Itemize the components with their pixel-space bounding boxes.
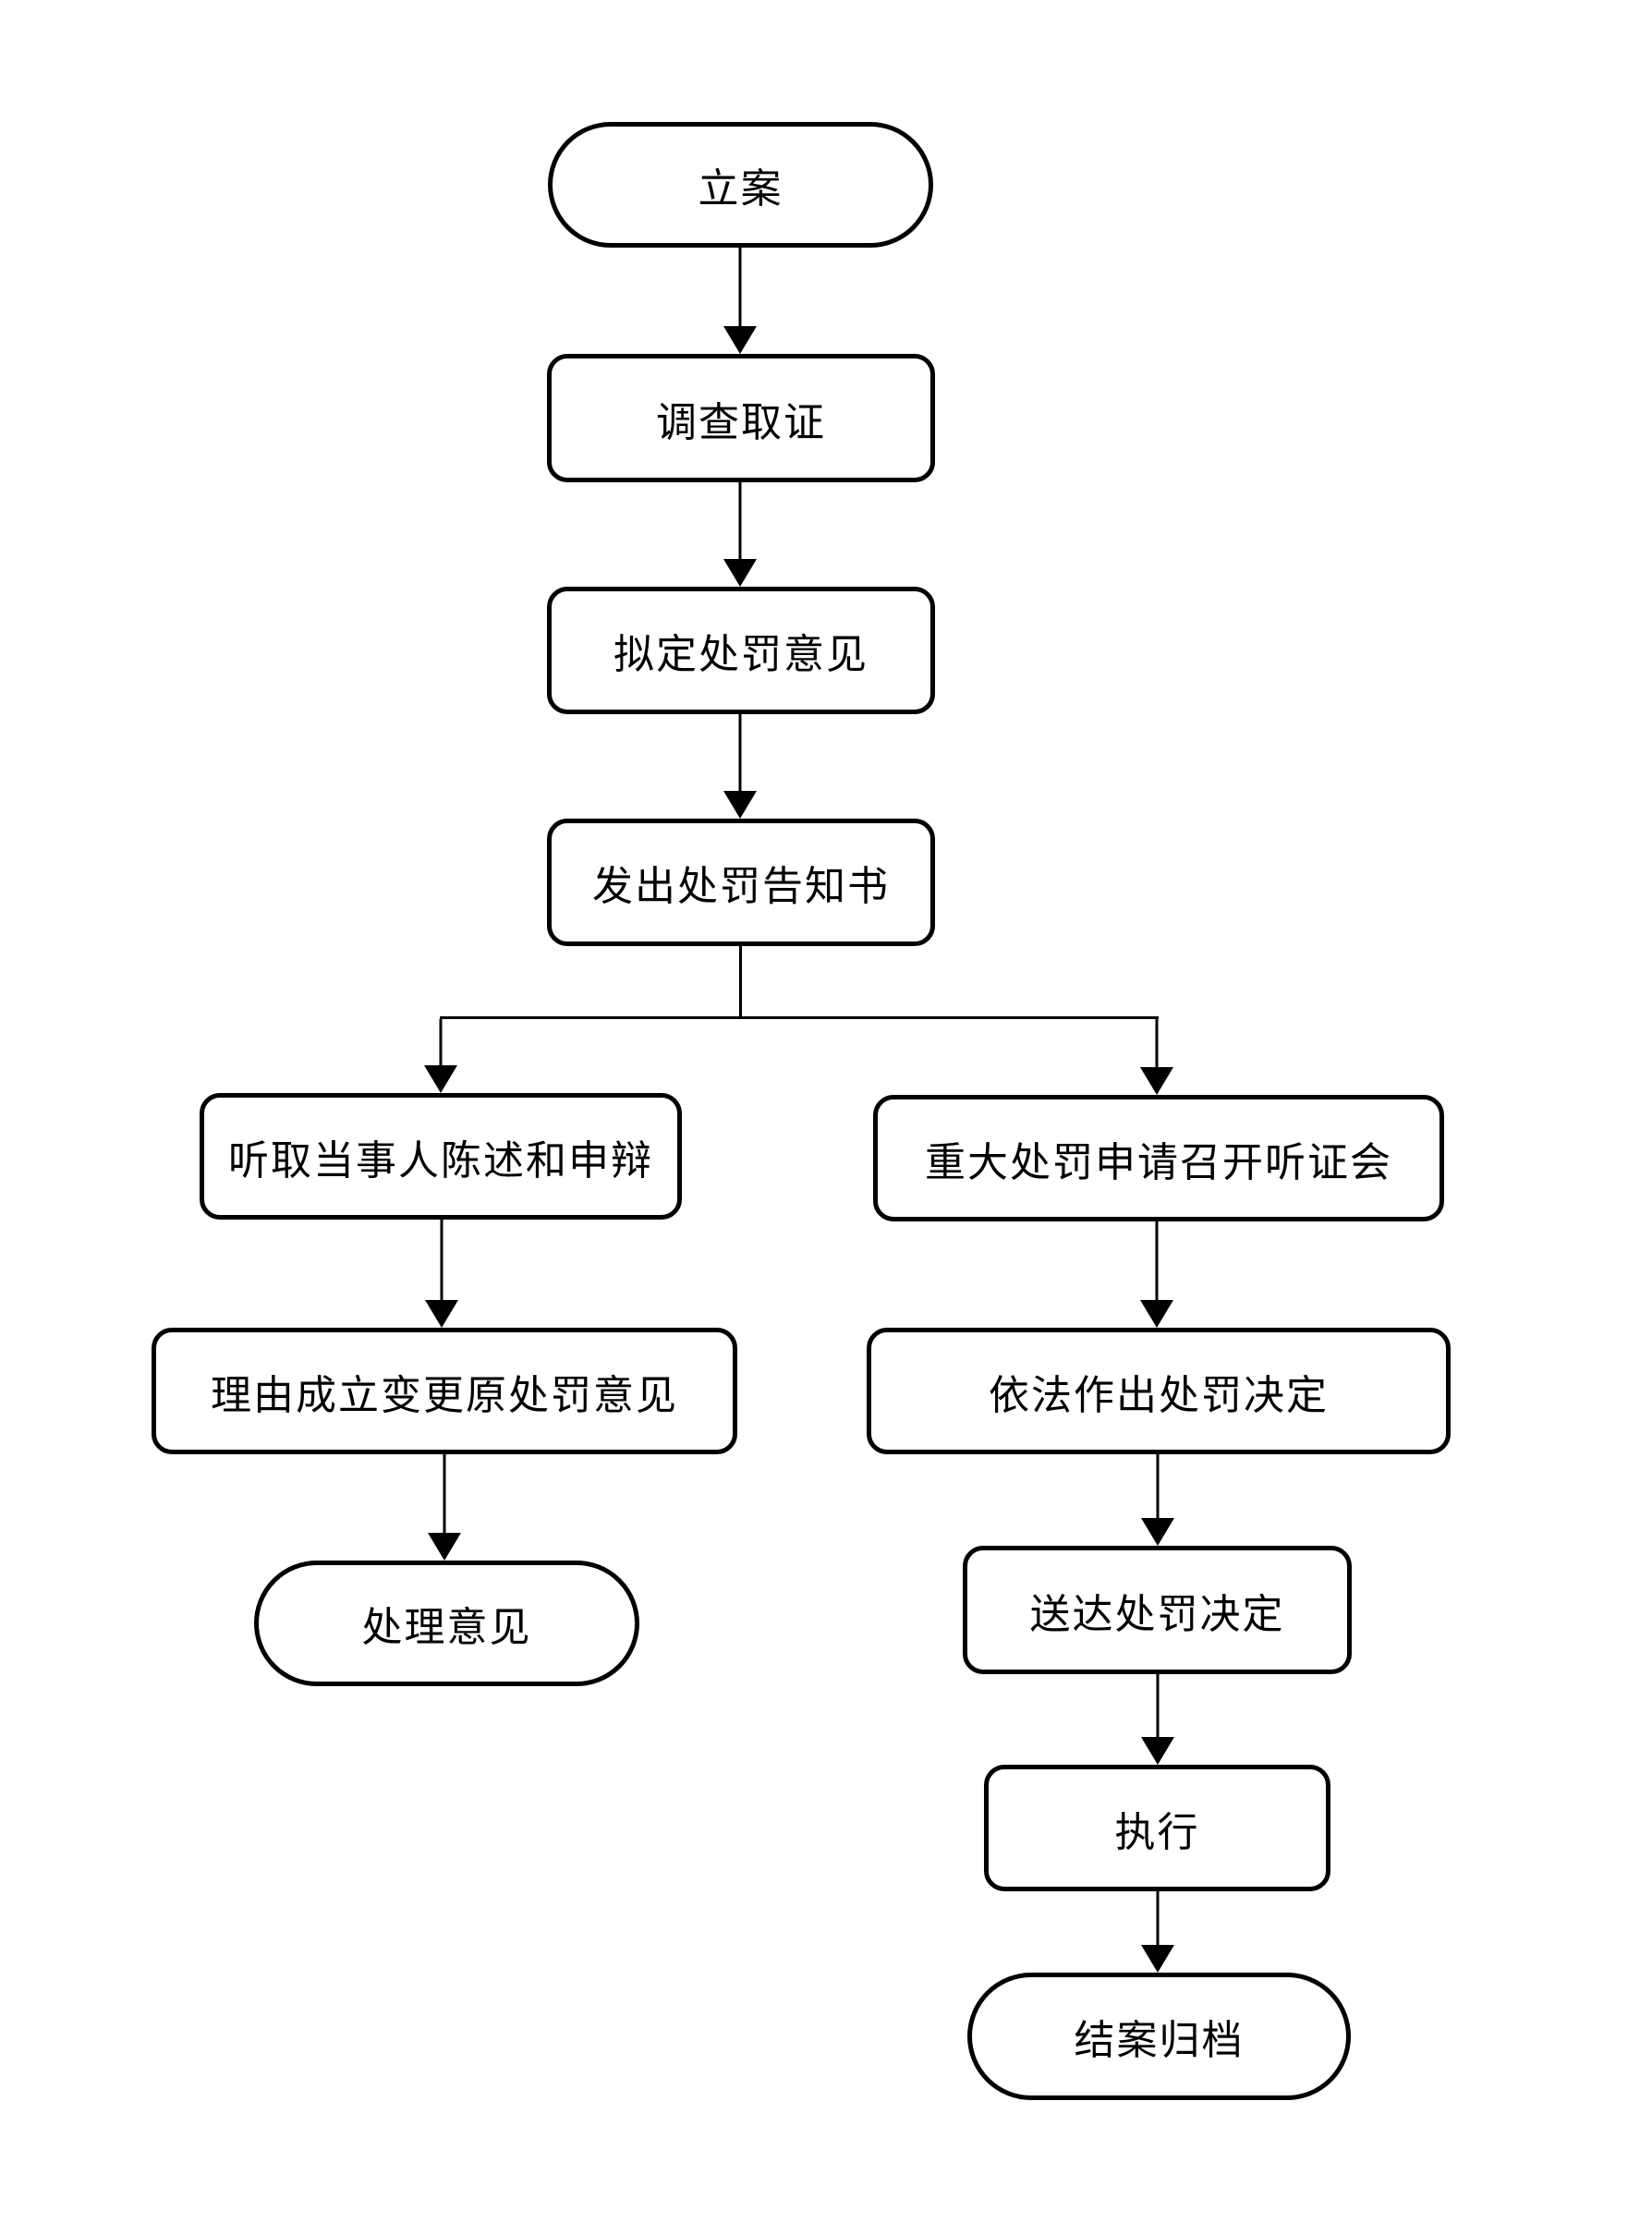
arrow-shaft bbox=[440, 1220, 443, 1306]
node-major-hearing: 重大处罚申请召开听证会 bbox=[873, 1095, 1444, 1221]
arrow-shaft bbox=[738, 482, 742, 565]
arrowhead-icon bbox=[424, 1065, 457, 1093]
arrowhead-icon bbox=[1140, 1067, 1173, 1095]
connector-execution-to-close-archive bbox=[1141, 1891, 1174, 1973]
node-issue-notice-label: 发出处罚告知书 bbox=[592, 864, 890, 909]
arrowhead-icon bbox=[1141, 1518, 1174, 1546]
connector-split-horizontal-line bbox=[440, 1016, 1159, 1019]
connector-change-opinion-to-handling-opinion bbox=[428, 1454, 461, 1561]
arrowhead-icon bbox=[723, 559, 757, 587]
connector-hear-defense-to-change-opinion bbox=[425, 1220, 458, 1328]
connector-filing-to-investigation bbox=[723, 248, 757, 354]
node-close-archive-label: 结案归档 bbox=[1074, 2018, 1245, 2063]
connector-investigation-to-draft-opinion bbox=[723, 482, 757, 587]
arrow-shaft bbox=[738, 248, 742, 332]
node-investigation-label: 调查取证 bbox=[656, 399, 826, 445]
arrowhead-icon bbox=[425, 1300, 458, 1328]
connector-split-to-major-hearing bbox=[1140, 1019, 1173, 1095]
node-issue-notice: 发出处罚告知书 bbox=[547, 819, 935, 946]
arrowhead-icon bbox=[723, 791, 757, 819]
connector-draft-opinion-to-issue-notice bbox=[723, 714, 757, 819]
node-execution-label: 执行 bbox=[1114, 1809, 1200, 1855]
arrowhead-icon bbox=[428, 1533, 461, 1561]
node-deliver-decision: 送达处罚决定 bbox=[963, 1546, 1352, 1674]
node-hear-defense-label: 听取当事人陈述和申辩 bbox=[228, 1137, 653, 1184]
node-handling-opinion: 处理意见 bbox=[254, 1561, 639, 1686]
node-deliver-decision-label: 送达处罚决定 bbox=[1029, 1591, 1285, 1637]
arrow-shaft bbox=[443, 1454, 446, 1538]
node-draft-opinion: 拟定处罚意见 bbox=[547, 587, 935, 714]
node-change-opinion: 理由成立变更原处罚意见 bbox=[152, 1328, 737, 1454]
node-change-opinion-label: 理由成立变更原处罚意见 bbox=[211, 1372, 678, 1418]
arrow-shaft bbox=[439, 1019, 443, 1071]
arrow-shaft bbox=[1156, 1891, 1160, 1950]
arrow-shaft bbox=[1155, 1019, 1159, 1073]
node-make-decision: 依法作出处罚决定 bbox=[867, 1328, 1451, 1454]
node-investigation: 调查取证 bbox=[547, 354, 935, 482]
arrowhead-icon bbox=[723, 326, 757, 354]
arrow-shaft bbox=[1155, 1221, 1159, 1306]
arrowhead-icon bbox=[1141, 1737, 1174, 1765]
connector-deliver-decision-to-execution bbox=[1141, 1674, 1174, 1765]
node-draft-opinion-label: 拟定处罚意见 bbox=[613, 632, 869, 677]
node-hear-defense: 听取当事人陈述和申辩 bbox=[200, 1093, 682, 1220]
arrowhead-icon bbox=[1140, 1300, 1173, 1328]
connector-major-hearing-to-make-decision bbox=[1140, 1221, 1173, 1328]
node-close-archive: 结案归档 bbox=[967, 1973, 1351, 2100]
arrow-shaft bbox=[738, 714, 742, 796]
connector-split-stem bbox=[739, 946, 742, 1019]
node-filing: 立案 bbox=[548, 122, 933, 248]
node-execution: 执行 bbox=[984, 1765, 1330, 1891]
node-handling-opinion-label: 处理意见 bbox=[361, 1605, 532, 1650]
connector-make-decision-to-deliver-decision bbox=[1141, 1454, 1174, 1546]
arrow-shaft bbox=[1156, 1674, 1160, 1743]
node-filing-label: 立案 bbox=[698, 166, 783, 212]
connector-split-to-hear-defense bbox=[424, 1019, 457, 1093]
node-make-decision-label: 依法作出处罚决定 bbox=[989, 1372, 1329, 1418]
arrow-shaft bbox=[1156, 1454, 1160, 1524]
node-major-hearing-label: 重大处罚申请召开听证会 bbox=[925, 1139, 1392, 1185]
arrowhead-icon bbox=[1141, 1945, 1174, 1973]
